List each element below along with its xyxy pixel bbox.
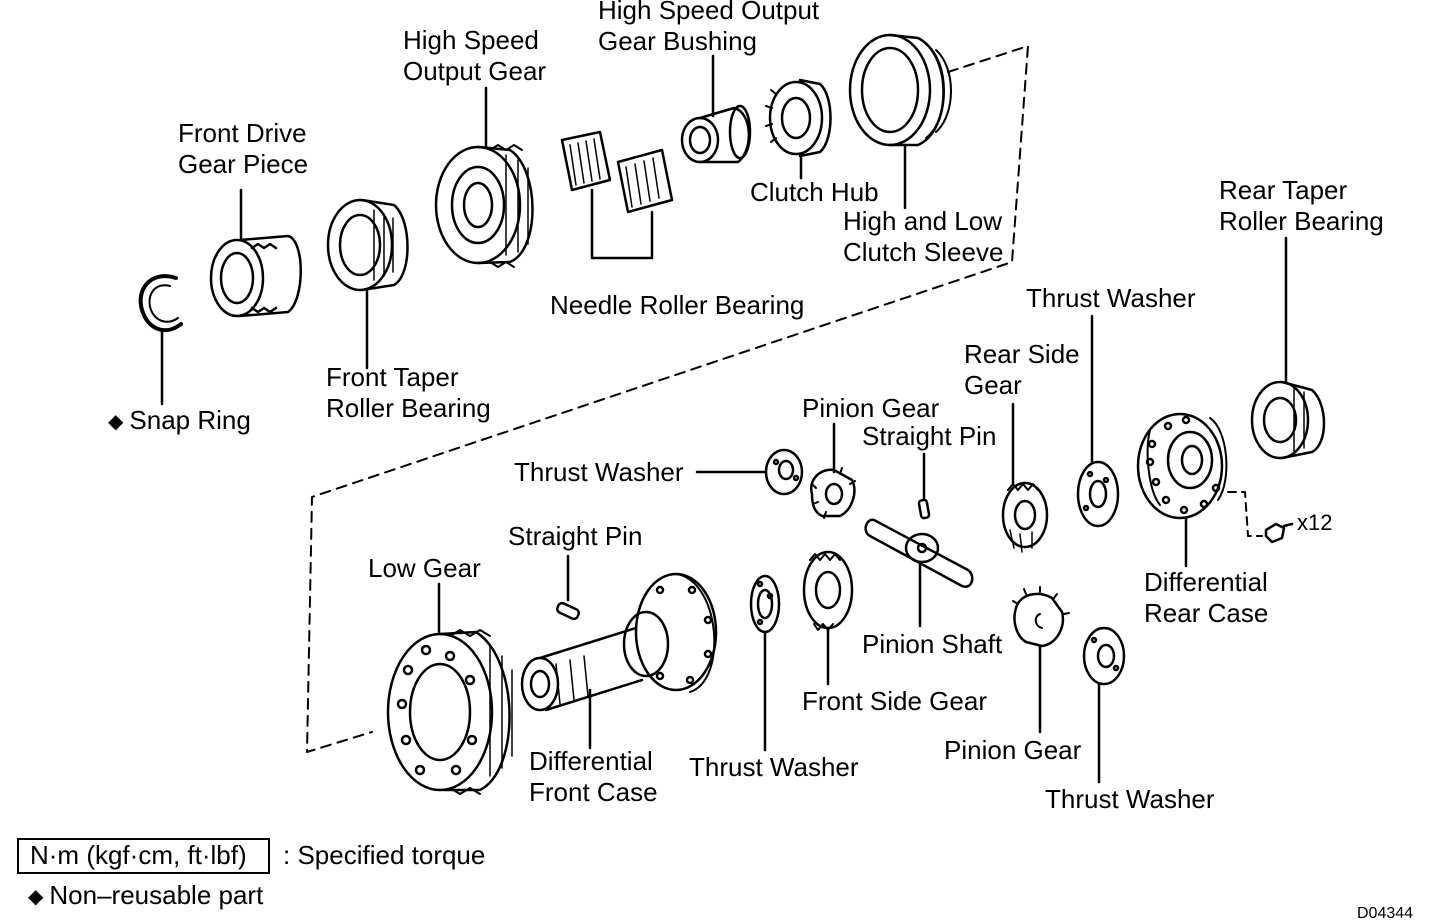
pinion-gear-top-part [809,422,856,519]
label-needle-roller-bearing: Needle Roller Bearing [550,290,805,320]
torque-legend-text: : Specified torque [283,840,486,870]
label-straight-pin-right: Straight Pin [862,421,997,451]
pinion-shaft-part [864,518,974,628]
non-reusable-diamond-icon: ◆ [28,886,44,908]
non-reusable-legend: ◆Non–reusable part [28,880,263,914]
rear-taper-roller-bearing-part [1250,236,1326,460]
differential-rear-case-part [1136,412,1228,568]
label-pinion-gear-bottom: Pinion Gear [944,735,1082,765]
gear-bushing-part [680,54,752,164]
label-snap-ring: ◆Snap Ring [108,405,251,439]
label-pinion-gear-top: Pinion Gear [802,393,940,423]
rear-side-gear-part [1001,402,1049,553]
label-thrust-washer-top: Thrust Washer [1026,283,1196,313]
label-thrust-washer-bottom: Thrust Washer [1045,784,1215,814]
label-clutch-hub: Clutch Hub [750,177,879,207]
label-thrust-washer-mid: Thrust Washer [689,752,859,782]
differential-front-case-part [520,572,718,750]
label-thrust-washer-left: Thrust Washer [514,457,684,487]
front-drive-gear-piece-part [209,188,302,318]
thrust-washer-left-part [695,448,804,496]
straight-pin-left-part [555,554,581,621]
needle-roller-bearing-part [560,130,674,260]
straight-pin-right-part [917,452,931,520]
low-gear-part [386,582,513,795]
clutch-sleeve-part [848,33,952,210]
clutch-hub-part [765,78,832,180]
front-side-gear-part [802,550,854,686]
label-front-side-gear: Front Side Gear [802,686,987,716]
pinion-gear-bottom-part [1012,586,1070,734]
thrust-washer-mid-part [749,574,781,752]
torque-legend-box [17,838,270,874]
label-low-gear: Low Gear [368,553,481,583]
figure-code: D04344 [1357,905,1414,922]
label-bolt-count: x12 [1297,510,1333,535]
front-taper-roller-bearing-part [326,198,409,370]
assembly-dashed-outline [306,45,1029,753]
bolt-dashed-link [1227,491,1263,537]
high-speed-output-gear-part [434,86,534,268]
snap-ring-part [138,274,183,406]
bolt-part [1264,522,1294,544]
torque-units-label: N·m (kgf·cm, ft·lbf) [30,840,247,870]
thrust-washer-top-part [1076,314,1120,528]
thrust-washer-bottom-part [1082,626,1126,784]
non-reusable-diamond-icon: ◆ [108,411,124,433]
label-pinion-shaft: Pinion Shaft [862,629,1003,659]
label-straight-pin-left: Straight Pin [508,521,643,551]
